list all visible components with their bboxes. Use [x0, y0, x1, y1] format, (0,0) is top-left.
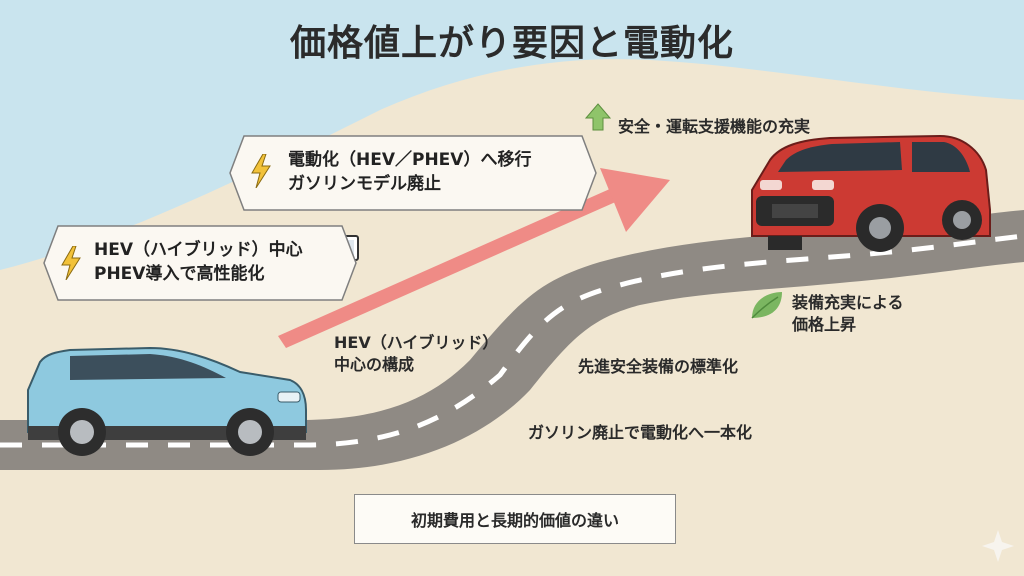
label-equipment-line1: 装備充実による — [792, 293, 904, 312]
callout-electrification-line2: ガソリンモデル廃止 — [288, 174, 441, 194]
rising-arrow — [278, 168, 670, 348]
label-hev-composition: HEV（ハイブリッド） 中心の構成 — [334, 332, 498, 376]
sparkle-icon — [982, 530, 1014, 562]
leaf-icon — [751, 292, 782, 319]
lightning-icon — [251, 154, 271, 188]
label-gasoline: ガソリン廃止で電動化へ一本化 — [528, 423, 753, 442]
callout-box — [229, 135, 597, 211]
red-suv — [751, 134, 991, 252]
callout-electrification-line1: 電動化（HEV／PHEV）へ移行 — [288, 150, 532, 170]
lightning-icon — [61, 246, 81, 280]
road — [0, 210, 1024, 470]
label-equipment-line2: 価格上昇 — [792, 315, 857, 334]
label-equipment: 装備充実による 価格上昇 — [792, 292, 904, 336]
callout-hev-line2: PHEV導入で高性能化 — [94, 264, 265, 284]
label-advanced-safety: 先進安全装備の標準化 — [578, 357, 739, 376]
label-hev-line1: HEV（ハイブリッド） — [334, 333, 499, 352]
footer-box: 初期費用と長期的価値の違い — [354, 494, 676, 544]
blue-suv — [27, 346, 307, 456]
label-hev-line2: 中心の構成 — [334, 355, 415, 374]
callout-electrification: 電動化（HEV／PHEV）へ移行 ガソリンモデル廃止 — [228, 134, 598, 212]
callout-hev-line1: HEV（ハイブリッド）中心 — [94, 240, 303, 260]
page-title: 価格値上がり要因と電動化 — [289, 23, 734, 64]
callout-hev: HEV（ハイブリッド）中心 PHEV導入で高性能化 — [42, 224, 358, 302]
road-center-line — [0, 233, 1024, 448]
up-arrow-icon — [584, 103, 612, 131]
label-safety: 安全・運転支援機能の充実 — [618, 117, 811, 136]
callout-box — [43, 225, 357, 301]
